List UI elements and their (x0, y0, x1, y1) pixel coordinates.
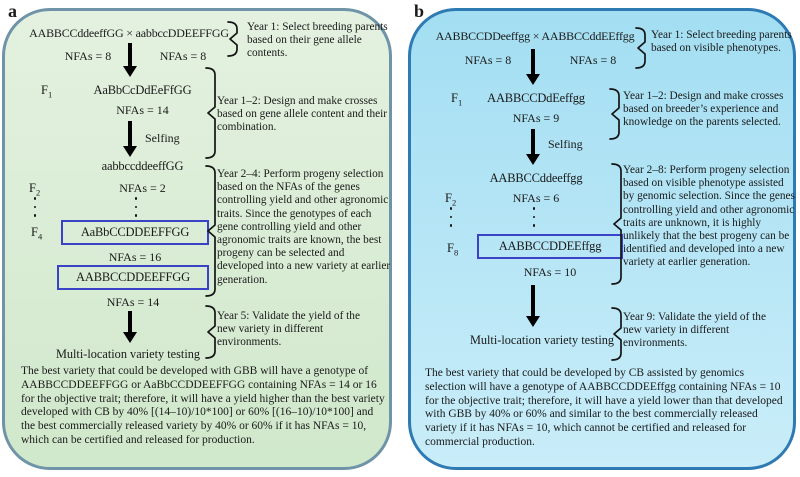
selfing-label: Selfing (548, 137, 583, 151)
year4-annotation: Year 9: Validate the yield of the new va… (623, 311, 766, 350)
selected-genotype-box-2: AABBCCDDEEFFGG (57, 265, 209, 290)
down-arrow-icon (123, 43, 137, 77)
grouping-brace (227, 21, 238, 57)
f1-nfa: NFAs = 9 (512, 111, 560, 125)
year4-annotation: Year 5: Validate the yield of the new va… (217, 310, 360, 349)
f2-genotype: AABBCCddeeffgg (489, 171, 583, 185)
year1-annotation: Year 1: Select breeding parents based on… (651, 29, 792, 55)
f-letter: F (29, 181, 36, 195)
f-subscript: 2 (35, 187, 41, 198)
nfa-parent-right: NFAs = 8 (569, 53, 617, 67)
generation-f2-label: F2 (29, 181, 40, 201)
generation-f4-label: F4 (31, 225, 42, 245)
f-letter: F (41, 83, 48, 97)
year1-annotation: Year 1: Select breeding parents based on… (247, 21, 388, 60)
f1-genotype: AaBbCcDdEeFfGG (93, 83, 192, 97)
multi-location-testing-label: Multi-location variety testing (469, 333, 615, 347)
panel-a-summary-paragraph: The best variety that could be developed… (21, 365, 385, 446)
selected-genotype-box: AABBCCDDEEffgg (477, 234, 623, 259)
ellipsis-dots (448, 207, 454, 227)
grouping-brace (611, 163, 622, 285)
selected-genotype-box-1: AaBbCCDDEEFFGG (61, 220, 209, 245)
year3-annotation: Year 2–8: Perform progeny selection base… (623, 164, 795, 269)
f-subscript: 1 (457, 97, 463, 108)
generation-f2-label: F2 (445, 191, 456, 211)
year2-annotation: Year 1–2: Design and make crosses based … (217, 95, 388, 134)
box2-nfa: NFAs = 14 (106, 295, 160, 309)
ellipsis-dots (32, 197, 38, 217)
f-subscript: 2 (451, 197, 457, 208)
grouping-brace (205, 165, 216, 297)
down-arrow-icon (123, 311, 137, 343)
f2-genotype: aabbccddeeffGG (101, 159, 184, 173)
f-letter: F (451, 91, 458, 105)
generation-f1-label: F1 (41, 83, 52, 103)
parent-cross-genotypes: AABBCCddeeffGG × aabbccDDEEFFGG (29, 26, 229, 40)
panel-a-label: a (8, 1, 17, 21)
f-subscript: 8 (453, 247, 459, 258)
generation-f1-label: F1 (451, 91, 462, 111)
ellipsis-dots (133, 197, 139, 217)
box1-nfa: NFAs = 16 (108, 250, 162, 264)
ellipsis-dots (531, 207, 537, 227)
f1-genotype: AABBCCDdEeffgg (487, 91, 585, 105)
year3-annotation: Year 2–4: Perform progeny selection base… (217, 168, 391, 286)
f2-nfa: NFAs = 6 (512, 191, 560, 205)
selfing-label: Selfing (145, 131, 180, 145)
f-subscript: 1 (47, 89, 53, 100)
nfa-parent-left: NFAs = 8 (464, 53, 512, 67)
grouping-brace (611, 307, 622, 361)
f2-nfa: NFAs = 2 (119, 181, 166, 195)
grouping-brace (205, 67, 216, 159)
panel-b-label: b (414, 1, 425, 21)
parent-cross-genotypes: AABBCCDDeeffgg × AABBCCddEEffgg (435, 29, 635, 43)
nfa-parent-right: NFAs = 8 (159, 49, 207, 63)
f-letter: F (445, 191, 452, 205)
generation-f8-label: F8 (447, 241, 458, 261)
down-arrow-icon (526, 285, 540, 327)
grouping-brace (635, 27, 646, 69)
multi-location-testing-label: Multi-location variety testing (55, 347, 201, 361)
f-subscript: 4 (37, 231, 43, 242)
panel-b-summary-paragraph: The best variety that could be developed… (425, 367, 783, 448)
nfa-parent-left: NFAs = 8 (64, 49, 112, 63)
selfing-arrow-icon (526, 129, 540, 165)
f-letter: F (447, 241, 454, 255)
box-nfa: NFAs = 10 (523, 265, 577, 279)
f1-nfa: NFAs = 14 (116, 103, 169, 117)
year2-annotation: Year 1–2: Design and make crosses based … (623, 90, 784, 129)
panel-b-cb-scheme: AABBCCDDeeffgg × AABBCCddEEffgg NFAs = 8… (408, 8, 796, 470)
grouping-brace (609, 88, 620, 140)
down-arrow-icon (526, 49, 540, 85)
grouping-brace (205, 305, 216, 359)
selfing-arrow-icon (123, 121, 137, 157)
panel-a-gbb-scheme: AABBCCddeeffGG × aabbccDDEEFFGG NFAs = 8… (2, 8, 392, 470)
f-letter: F (31, 225, 38, 239)
